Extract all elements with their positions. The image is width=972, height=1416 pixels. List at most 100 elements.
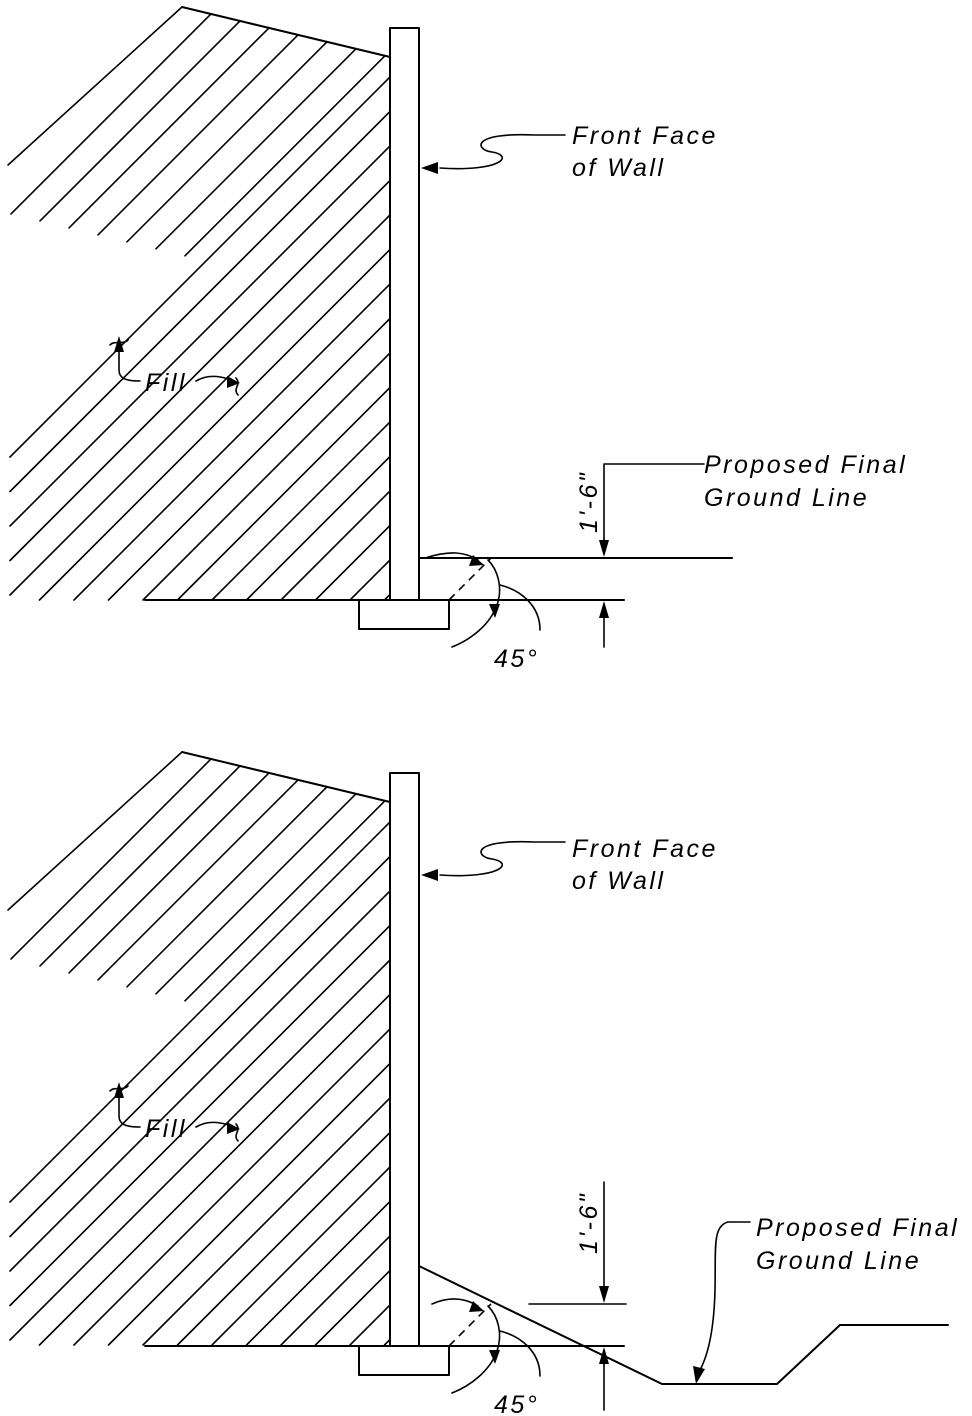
hatch-line [142,1097,391,1346]
hatch-line [9,145,391,527]
of-wall-label: of Wall [572,154,665,182]
wall-stem [389,27,420,601]
hatch-line [7,6,183,166]
ground-line-leader [699,1221,751,1371]
angle-arc-outer [499,584,541,631]
dimension-arrow-up [599,601,609,618]
hatch-line [10,13,212,215]
hatch-line [68,27,270,229]
hatch-line [176,386,391,601]
hatch-line [38,993,391,1346]
hatch-line [314,524,391,601]
hatch-line [211,421,391,601]
dimension-line-upper [603,463,705,546]
ground-line-arrow [693,1366,705,1384]
detail-level-ground: Front Face of Wall Fill Proposed Final G… [7,6,907,673]
hatch-line [126,786,328,988]
fill-arrow-right [227,1122,240,1134]
of-wall-label: of Wall [572,867,665,895]
hatch-line [68,772,270,974]
fill-label: Fill [145,369,187,397]
hatch-line [9,924,391,1307]
hatch-line [314,1269,391,1346]
dimension-label: 1'-6" [575,471,603,533]
hatch-line [245,1200,391,1346]
fill-hatch [7,751,391,1346]
hatch-line [9,110,391,493]
wall-stem [389,772,420,1347]
front-face-label: Front Face [572,835,718,863]
angle-arrow-head-lower [489,604,500,618]
ground-line-label-2: Ground Line [704,484,869,512]
hatch-line [176,1131,391,1346]
hatch-line [211,1166,391,1346]
fill-tilde-right [235,377,239,396]
dimension-label: 1'-6" [575,1192,603,1254]
fill-leader-left [118,1090,141,1128]
front-face-leader [439,840,566,877]
fill-tilde-right [235,1123,239,1142]
hatch-line [349,559,391,601]
fill-tilde-left [109,1085,129,1092]
ground-line-label-1: Proposed Final [704,451,907,479]
detail-sloped-ground: Front Face of Wall Fill Proposed Final G… [7,751,959,1416]
hatch-line [9,821,391,1203]
hatch-line [184,799,386,1002]
hatch-line [9,179,391,562]
hatch-line [155,48,357,250]
fill-arrow-left [114,336,124,352]
hatch-line [38,248,391,601]
angle-label: 45° [494,645,539,673]
fill-leader-right [195,375,233,382]
hatch-line [280,490,391,601]
fill-arrow-right [227,376,240,388]
front-face-label: Front Face [572,122,718,150]
hatch-line [39,20,241,222]
fill-hatch [7,6,391,601]
ground-line-label-1: Proposed Final [756,1214,959,1242]
fill-leader-left [118,344,141,382]
hatch-line [107,317,391,601]
dimension-arrow-down [599,1286,609,1303]
hatch-line [126,41,328,243]
hatch-line [39,765,241,967]
angle-arc [451,1305,501,1394]
angle-arrow-top-leader [431,1298,479,1307]
hatch-line [245,455,391,601]
hatch-line [9,855,391,1238]
fill-tilde-left [109,339,129,346]
wall-footing [358,599,450,630]
hatch-line [9,959,391,1341]
hatch-line [280,1235,391,1346]
hatch-line [97,34,299,236]
fill-label: Fill [145,1115,187,1143]
hatch-line [9,890,391,1272]
dimension-arrow-down [599,540,609,557]
fill-top-slope [181,751,391,803]
wall-footing [358,1345,450,1376]
hatch-line [73,1028,391,1346]
angle-arrow-head-lower [489,1350,500,1364]
hatch-line [184,54,386,257]
hatch-line [7,751,183,911]
front-face-leader [439,133,566,170]
hatch-line [107,1062,391,1346]
front-face-arrow [421,869,438,881]
hatch-line [142,352,391,601]
hatch-line [97,779,299,981]
hatch-line [155,793,357,995]
proposed-ground-line [418,1265,949,1385]
front-face-arrow [421,162,438,174]
angle-arc-outer [499,1330,541,1377]
hatch-line [9,214,391,596]
hatch-line [349,1304,391,1346]
fill-top-slope [181,6,391,58]
angle-arrow-head [469,1301,484,1312]
ground-line-label-2: Ground Line [756,1247,921,1275]
angle-arc [451,559,501,648]
angle-arrow-head [469,555,484,566]
hatch-line [73,283,391,601]
dimension-arrow-up [599,1347,609,1364]
hatch-line [9,76,391,458]
